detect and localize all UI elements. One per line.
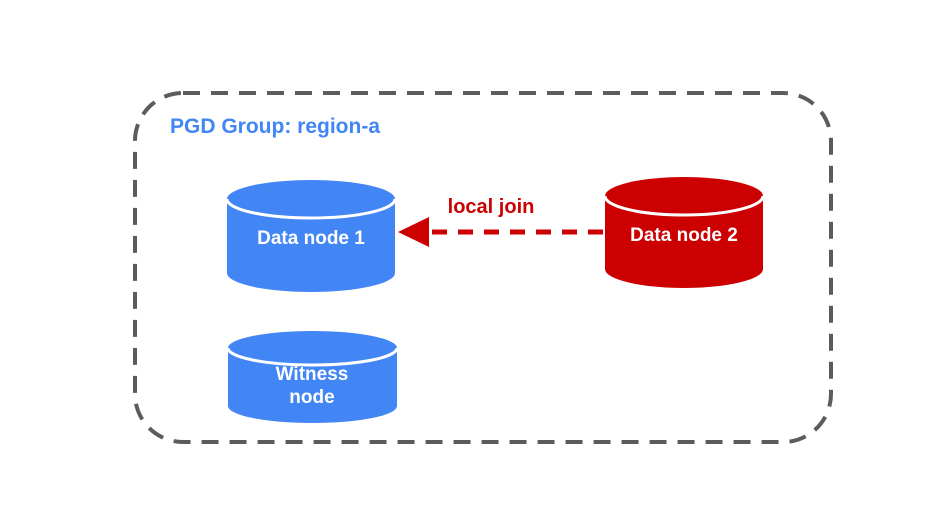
data-node-2-cylinder-icon [605,177,763,288]
data-node-2-label: Data node 2 [630,225,738,246]
node-data-node-2: Data node 2 [603,177,765,288]
witness-node-label-line2: node [289,387,334,408]
node-data-node-1: Data node 1 [225,180,397,292]
edge-local-join: local join [398,196,603,247]
node-witness-node: Witness node [226,331,399,423]
data-node-1-label: Data node 1 [257,228,365,249]
data-node-2-cylinder-rim [603,195,765,217]
witness-node-cylinder-rim [226,347,399,367]
witness-node-cylinder-icon [228,331,397,423]
witness-node-label-line1: Witness [276,364,349,385]
edge-local-join-label: local join [448,196,535,218]
data-node-1-cylinder-icon [227,180,395,292]
data-node-1-cylinder-rim [225,198,397,220]
group-title: PGD Group: region-a [170,115,380,138]
group-boundary-border [133,91,833,444]
pgd-group-region-a: PGD Group: region-a [133,91,833,444]
edge-local-join-arrowhead-icon [398,217,429,247]
